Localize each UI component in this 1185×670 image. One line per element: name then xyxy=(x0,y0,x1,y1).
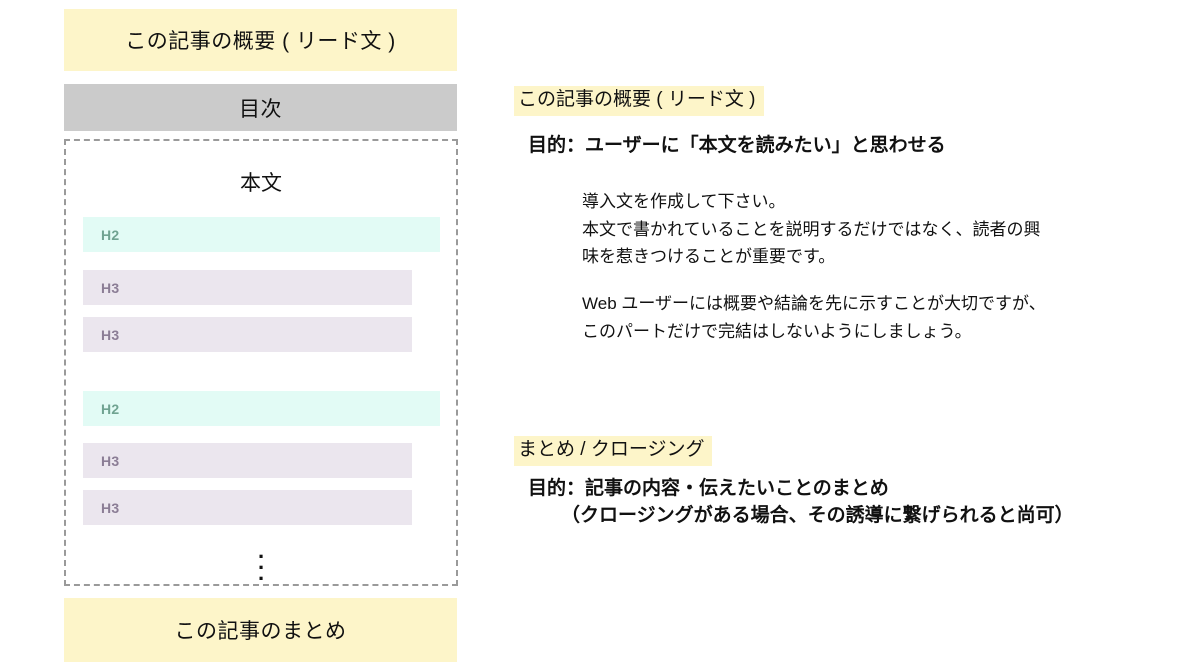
lead-section-tag: この記事の概要 ( リード文 ) xyxy=(514,86,764,116)
heading-bar-label: H3 xyxy=(101,279,120,296)
closing-section-sub-note: （クロージングがある場合、その誘導に繋げられると尚可） xyxy=(561,505,1074,526)
ellipsis-dot: . xyxy=(257,560,265,585)
article-structure-column: この記事の概要 ( リード文 ) 目次 本文 H2 H3 H3 H2 H3 H3… xyxy=(64,0,458,670)
heading-bar-h2-2: H2 xyxy=(83,391,440,426)
body-section-box: 本文 H2 H3 H3 H2 H3 H3 . . . xyxy=(64,139,458,586)
heading-bar-label: H2 xyxy=(101,400,120,417)
table-of-contents-block-label: 目次 xyxy=(239,97,282,121)
heading-bar-label: H3 xyxy=(101,499,120,516)
ellipsis-dot: . xyxy=(257,538,265,563)
closing-section-tag: まとめ / クロージング xyxy=(514,436,713,466)
ellipsis-dot: . xyxy=(257,549,265,574)
body-section-title: 本文 xyxy=(240,172,282,195)
lead-section-block-label: この記事の概要 ( リード文 ) xyxy=(125,30,396,53)
table-of-contents-block: 目次 xyxy=(64,84,457,131)
heading-bar-label: H3 xyxy=(101,452,120,469)
lead-section-purpose: 目的：ユーザーに「本文を読みたい」と思わせる xyxy=(528,135,946,156)
closing-section-purpose: 目的：記事の内容・伝えたいことのまとめ xyxy=(528,478,889,499)
vertical-ellipsis-icon: . . . xyxy=(66,538,456,585)
summary-section-block-label: この記事のまとめ xyxy=(174,620,347,643)
heading-bar-h3-4: H3 xyxy=(83,490,412,525)
heading-bar-h3-3: H3 xyxy=(83,443,412,478)
heading-bar-label: H3 xyxy=(101,326,120,343)
heading-bar-label: H2 xyxy=(101,226,120,243)
heading-bar-h3-1: H3 xyxy=(83,270,412,305)
lead-section-paragraph-2: Web ユーザーには概要や結論を先に示すことが大切ですが、 このパートだけで完結… xyxy=(582,294,1046,341)
heading-bar-h3-2: H3 xyxy=(83,317,412,352)
lead-section-block: この記事の概要 ( リード文 ) xyxy=(64,9,457,71)
lead-section-paragraph-1: 導入文を作成して下さい。 本文で書かれていることを説明するだけではなく、読者の興… xyxy=(582,192,1041,267)
heading-bar-h2-1: H2 xyxy=(83,217,440,252)
summary-section-block: この記事のまとめ xyxy=(64,598,457,662)
explanation-column: この記事の概要 ( リード文 ) 目的：ユーザーに「本文を読みたい」と思わせる … xyxy=(514,0,1174,670)
